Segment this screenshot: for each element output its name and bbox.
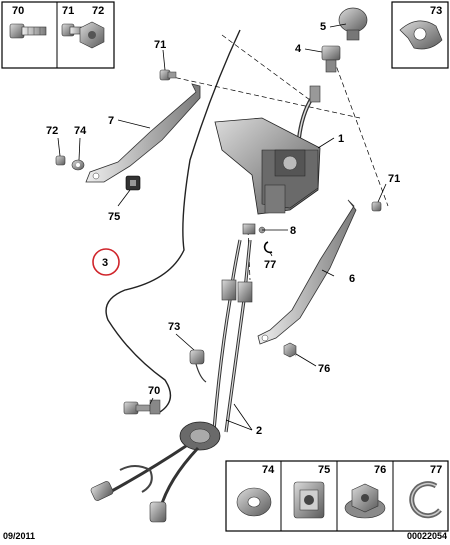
cable-clip-73-icon (399, 20, 443, 50)
callout-76: 76 (318, 363, 330, 375)
circlip-77-mid-icon (263, 241, 273, 254)
highlight-circle-part-3 (92, 248, 120, 276)
box-label-76: 76 (374, 464, 386, 476)
callout-1: 1 (338, 133, 344, 145)
cable-part-3 (105, 29, 241, 413)
callout-74: 74 (74, 125, 87, 137)
callout-3: 3 (102, 257, 108, 269)
callout-4: 4 (295, 43, 302, 55)
lever-boot-part-4 (321, 45, 341, 73)
callout-75: 75 (108, 211, 120, 223)
bolt-71-icon (61, 23, 85, 37)
callout-72: 72 (46, 125, 58, 137)
leader-lines (57, 23, 387, 431)
fastener-72-left-icon (55, 155, 66, 166)
box-label-73: 73 (430, 5, 442, 17)
fastener-71-top-icon (159, 69, 177, 81)
washer-74-icon (236, 487, 272, 517)
box-label-75: 75 (318, 464, 330, 476)
box-label-72: 72 (92, 5, 104, 17)
callout-70: 70 (148, 385, 160, 397)
fastener-8-icon (242, 223, 266, 235)
bolt-70-icon (9, 23, 47, 39)
box-label-70: 70 (12, 5, 24, 17)
footer-date: 09/2011 (3, 531, 36, 541)
footer-reference-number: 00022054 (406, 531, 447, 541)
callout-6: 6 (349, 273, 355, 285)
flange-nut-72-icon (79, 21, 105, 49)
box-label-77: 77 (430, 464, 442, 476)
fastener-box-top-left: 70 71 72 (1, 1, 115, 69)
callout-71-right: 71 (388, 173, 400, 185)
callout-7: 7 (108, 115, 114, 127)
fastener-box-bottom-right: 74 75 76 77 (225, 460, 449, 532)
callout-2: 2 (256, 425, 262, 437)
circlip-77-icon (409, 481, 442, 519)
callout-77: 77 (264, 259, 276, 271)
box-label-71: 71 (62, 5, 74, 17)
washer-74-left-icon (71, 159, 85, 171)
flange-nut-76-icon (344, 483, 386, 519)
bracket-part-6 (257, 199, 357, 345)
gear-knob-part-5 (338, 7, 368, 41)
flange-nut-76-mid-icon (283, 342, 297, 358)
clip-nut-75-left-icon (125, 175, 141, 191)
clip-nut-75-icon (293, 481, 325, 519)
gearshift-cables-part-2 (90, 239, 253, 523)
clip-73-mid-icon (189, 349, 207, 383)
callout-73: 73 (168, 321, 180, 333)
callout-5: 5 (320, 21, 326, 33)
clip-box-top-right: 73 (391, 1, 449, 69)
box-label-74: 74 (262, 464, 275, 476)
callout-71-top: 71 (154, 39, 166, 51)
bracket-part-7 (85, 83, 201, 183)
callout-8: 8 (290, 225, 296, 237)
fastener-70-mid-icon (123, 399, 161, 415)
gear-selector-assembly-part-1 (214, 117, 321, 215)
fastener-71-right-icon (371, 201, 382, 212)
